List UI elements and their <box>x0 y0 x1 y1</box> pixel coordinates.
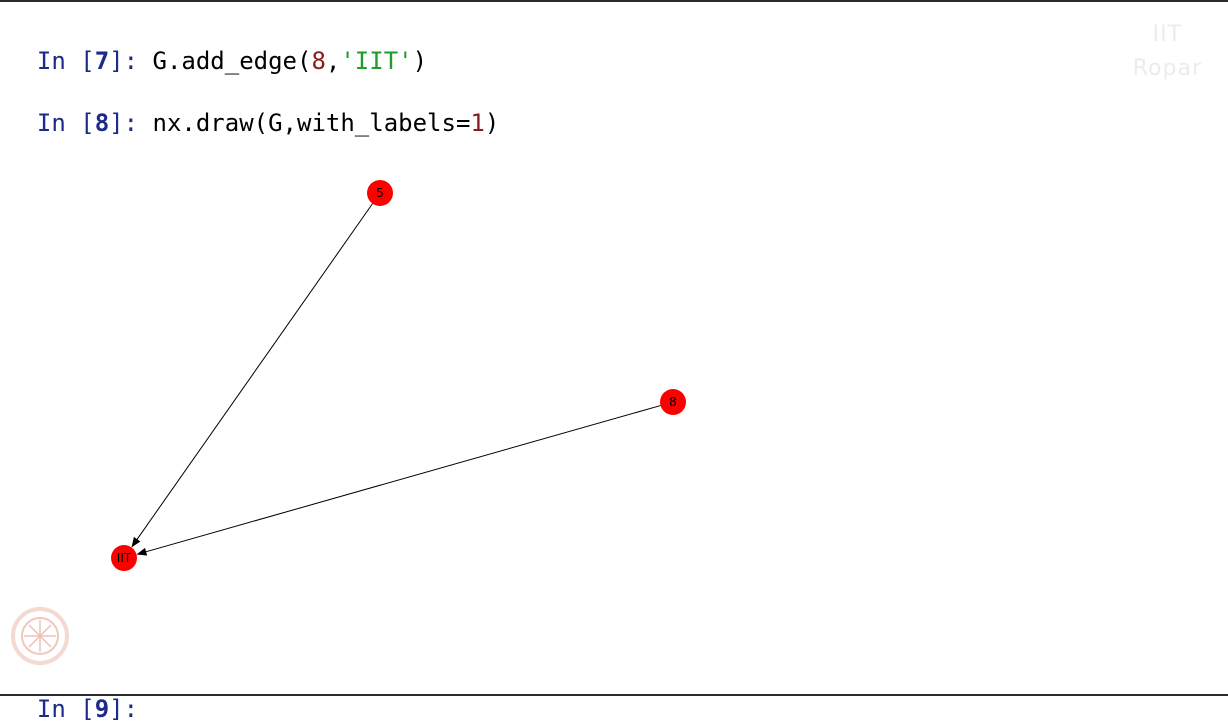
graph-edge-5-to-IIT <box>131 203 373 548</box>
code-text: nx.draw(G,with_labels= <box>138 109 471 137</box>
cell-prompt: In [7]: <box>36 47 139 75</box>
code-text: G.add_edge( <box>138 47 312 75</box>
graph-node-label: 8 <box>669 395 677 409</box>
graph-edge-8-to-IIT <box>136 405 661 556</box>
graph-node-label: IIT <box>117 551 132 565</box>
code-text: ) <box>484 109 500 137</box>
graph-node-label: 5 <box>376 186 384 200</box>
cell-prompt: In [8]: <box>36 109 139 137</box>
window-top-border <box>0 0 1228 2</box>
graph-node-8 <box>660 389 686 415</box>
watermark-line: IIT <box>1152 22 1183 47</box>
code-string: 'IIT' <box>340 47 413 75</box>
code-text: , <box>325 47 341 75</box>
cell-prompt: In [9]: <box>36 695 139 723</box>
code-text: ) <box>412 47 428 75</box>
watermark-line: Ropar <box>1132 56 1202 81</box>
iit-ropar-watermark: IIT Ropar <box>1133 18 1202 86</box>
code-number: 8 <box>311 47 326 75</box>
graph-node-5 <box>367 180 393 206</box>
graph-node-IIT <box>111 545 137 571</box>
graph-edges <box>131 203 661 556</box>
code-number: 1 <box>470 109 485 137</box>
code-cell-8[interactable]: In [8]: nx.draw(G,with_labels=1) <box>8 78 499 138</box>
window-bottom-border <box>0 694 1228 696</box>
institute-emblem-icon <box>11 607 69 665</box>
code-cell-7[interactable]: In [7]: G.add_edge(8,'IIT') <box>8 16 427 76</box>
